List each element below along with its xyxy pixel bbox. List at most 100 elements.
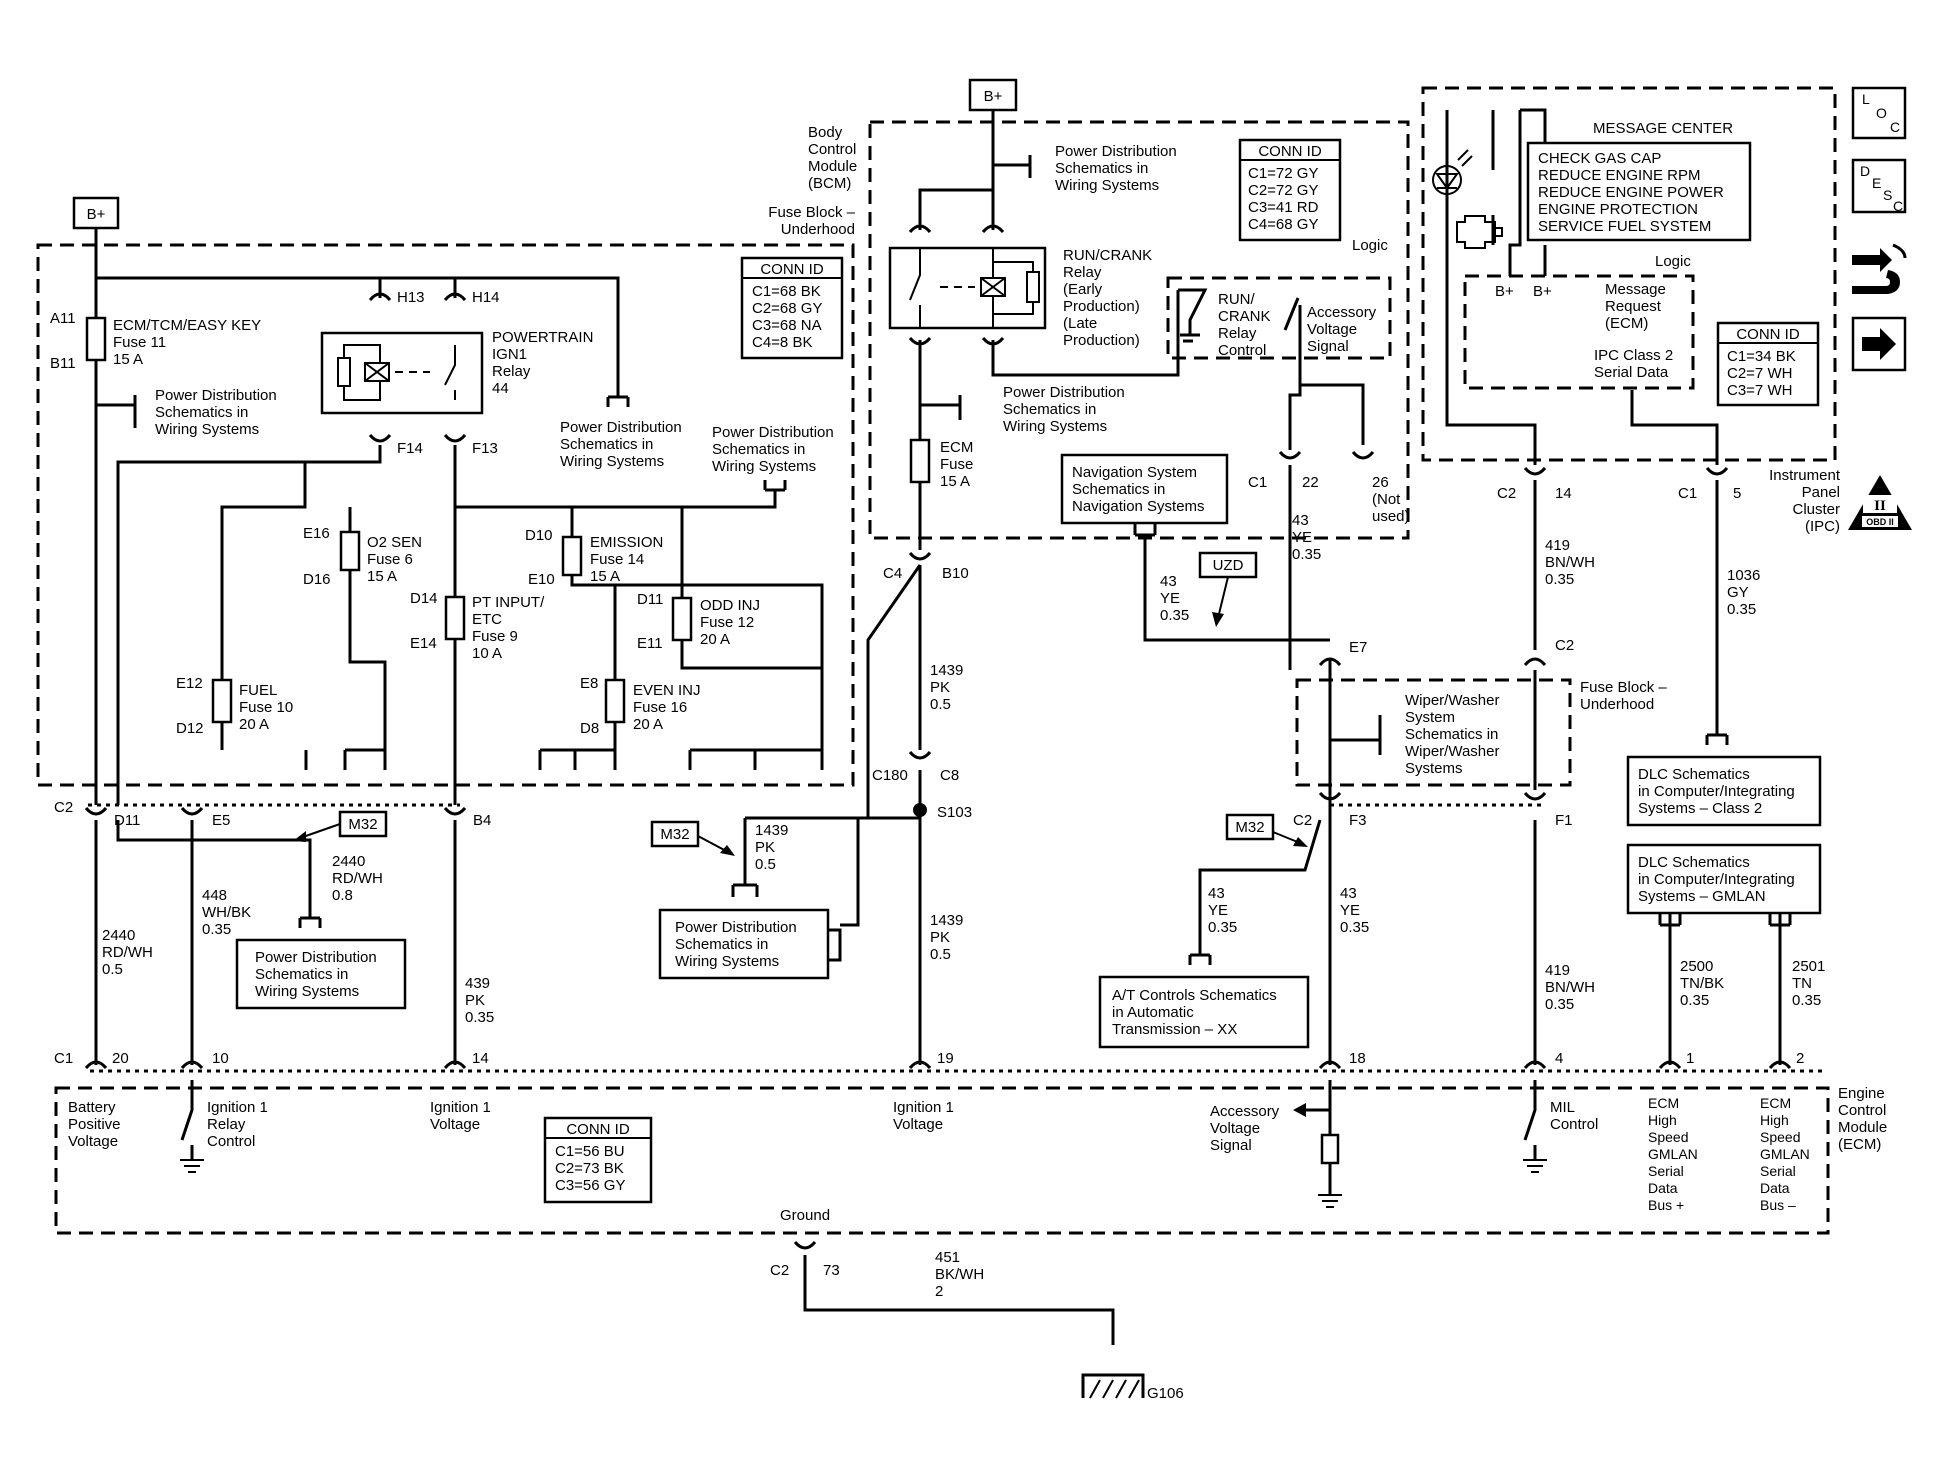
w1439a-1: 1439 <box>930 662 963 679</box>
mid-pds-1: Power Distribution <box>675 919 797 936</box>
fuse10-pin-top: E12 <box>176 675 203 692</box>
ecm-ground: Ground <box>780 1207 830 1224</box>
svg-text:C: C <box>1893 198 1903 214</box>
msg-5: SERVICE FUEL SYSTEM <box>1538 218 1711 235</box>
w43b-3: 0.35 <box>1292 546 1321 563</box>
fuse9-num: Fuse 9 <box>472 628 518 645</box>
w2501-1: 2501 <box>1792 958 1825 975</box>
svg-text:O: O <box>1876 105 1887 121</box>
ecm-mil-1: MIL <box>1550 1099 1575 1116</box>
fuse14-amp: 15 A <box>590 568 620 585</box>
ipc-title-4: (IPC) <box>1805 518 1840 535</box>
run-crank-1: RUN/CRANK <box>1063 247 1152 264</box>
pds-c-1: Power Distribution <box>712 424 834 441</box>
w451-1: 451 <box>935 1249 960 1266</box>
module-boundaries <box>36 86 1837 1235</box>
msg-2: REDUCE ENGINE RPM <box>1538 167 1701 184</box>
w1036-2: GY <box>1727 584 1749 601</box>
fuse9-amp: 10 A <box>472 645 502 662</box>
mid-e7: E7 <box>1349 639 1367 656</box>
w1439b-1: 1439 <box>755 822 788 839</box>
relay-f14: F14 <box>397 440 423 457</box>
ecm-title-1: Engine <box>1838 1085 1885 1102</box>
mid-pds-2: Schematics in <box>675 936 768 953</box>
fuse-block-title: Fuse Block – <box>768 204 855 221</box>
bcm-pds-mid-3: Wiring Systems <box>1003 418 1107 435</box>
fuse10-name: FUEL <box>239 682 277 699</box>
bcm-title-4: (BCM) <box>808 175 851 192</box>
fuse16-name: EVEN INJ <box>633 682 701 699</box>
wiper-4: Wiper/Washer <box>1405 743 1499 760</box>
fb2-title-1: Fuse Block – <box>1580 679 1667 696</box>
ecm-fuse <box>909 438 931 484</box>
fuse9-name: PT INPUT/ <box>472 594 545 611</box>
bcm-conn-2: C2=72 GY <box>1248 182 1318 199</box>
ipc-title-3: Cluster <box>1792 501 1840 518</box>
bcm-c4: C4 <box>883 565 902 582</box>
b-plus-labels: B+ B+ <box>72 78 1018 230</box>
run-crank-relay <box>888 246 1047 330</box>
bcm-title-3: Module <box>808 158 857 175</box>
nav-2: Schematics in <box>1072 481 1165 498</box>
ecm-pin-20: 20 <box>112 1050 129 1067</box>
fuse-12 <box>671 596 693 642</box>
ll-b4: B4 <box>473 812 491 829</box>
ll-m32: M32 <box>348 816 377 833</box>
ecm-fuse-2: Fuse <box>940 456 973 473</box>
fuse14-num: Fuse 14 <box>590 551 644 568</box>
bcm-conn-3: C3=41 RD <box>1248 199 1319 216</box>
right-labels: 419 BN/WH 0.35 1036 GY 0.35 C2 F1 DLC Sc… <box>1545 537 1825 1013</box>
svg-text:OBD II: OBD II <box>1866 517 1894 527</box>
pds-c-3: Wiring Systems <box>712 458 816 475</box>
ecm-batt-2: Positive <box>68 1116 121 1133</box>
pds-b-3: Wiring Systems <box>560 453 664 470</box>
ipc-req-1: Message <box>1605 281 1666 298</box>
w419a-3: 0.35 <box>1545 571 1574 588</box>
run-crank-3: (Early <box>1063 281 1103 298</box>
ipc-title-1: Instrument <box>1769 467 1841 484</box>
bcm-pds-top-1: Power Distribution <box>1055 143 1177 160</box>
bcm-pds-top-3: Wiring Systems <box>1055 177 1159 194</box>
gmlan-p-4: GMLAN <box>1648 1146 1698 1162</box>
fuse-block-conn-1: C1=68 BK <box>752 283 821 300</box>
wires <box>94 110 1782 1345</box>
gmlan-n-2: High <box>1760 1112 1789 1128</box>
ecm-title-3: Module <box>1838 1119 1887 1136</box>
ecm-pin-2: 2 <box>1796 1050 1804 1067</box>
fuse16-amp: 20 A <box>633 716 663 733</box>
fuse-10 <box>211 678 233 724</box>
mid-pds-3: Wiring Systems <box>675 953 779 970</box>
w2500-2: TN/BK <box>1680 975 1724 992</box>
relay-ctl-4: Control <box>1218 342 1266 359</box>
ecm-ign-volt-1: Ignition 1 <box>430 1099 491 1116</box>
w43b-1: 43 <box>1292 512 1309 529</box>
fuse11-num: Fuse 11 <box>113 334 166 351</box>
fuses <box>85 316 931 724</box>
ipc-c1: C1 <box>1678 485 1697 502</box>
svg-text:D: D <box>1860 163 1870 179</box>
svg-text:L: L <box>1862 91 1870 107</box>
check-engine-icon <box>1456 215 1503 249</box>
ipc-bplus-1: B+ <box>1495 283 1514 300</box>
fuse9-name-2: ETC <box>472 611 502 628</box>
fuse12-pin-bot: E11 <box>637 635 663 652</box>
bcm-pds-mid-2: Schematics in <box>1003 401 1096 418</box>
ecm-g73: 73 <box>823 1262 840 1279</box>
run-crank-4: Production) <box>1063 298 1140 315</box>
wiper-1: Wiper/Washer <box>1405 692 1499 709</box>
ecm-ign-volt-2: Voltage <box>430 1116 480 1133</box>
fuse-11 <box>85 316 107 362</box>
fuse-block-conn-2: C2=68 GY <box>752 300 822 317</box>
w419b-2: BN/WH <box>1545 979 1595 996</box>
w2440b-1: 2440 <box>102 927 135 944</box>
ecm-boundary <box>54 1086 1830 1235</box>
fuse9-pin-bot: E14 <box>410 635 437 652</box>
bcm-conn-1: C1=72 GY <box>1248 165 1318 182</box>
ecm-ign-volt2-1: Ignition 1 <box>893 1099 954 1116</box>
b-plus-left: B+ <box>87 206 106 223</box>
fuse-block-underhood-2-boundary <box>1295 678 1572 787</box>
w1439b-2: PK <box>755 839 775 856</box>
fb2-title-2: Underhood <box>1580 696 1654 713</box>
ecm-acc-1: Accessory <box>1210 1103 1280 1120</box>
uzd-label: UZD <box>1213 557 1244 574</box>
